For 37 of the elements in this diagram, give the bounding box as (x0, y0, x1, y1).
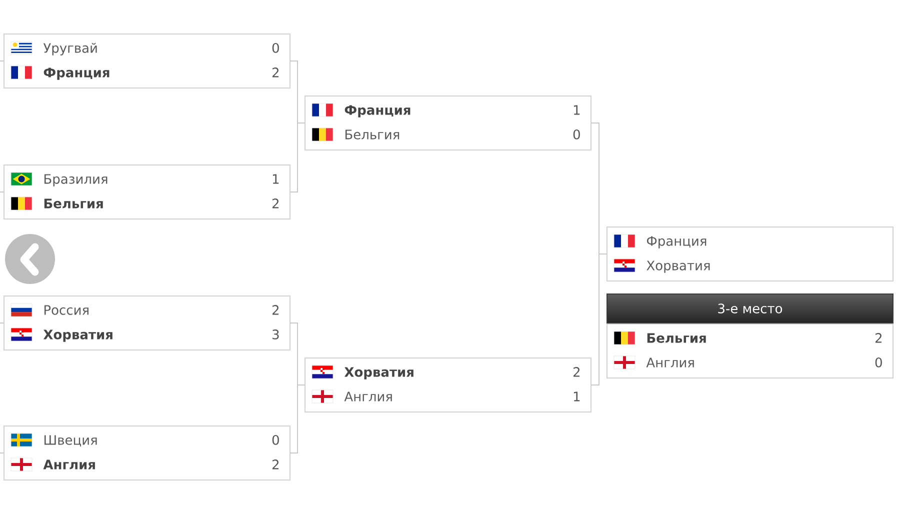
team-name: Уругвай (43, 42, 97, 56)
score: 3 (272, 330, 279, 340)
team-name: Хорватия (646, 260, 710, 273)
score: 2 (272, 68, 278, 78)
score: 0 (272, 43, 279, 53)
bracket-line (290, 384, 306, 454)
team-name: Англия (43, 460, 95, 470)
score: 2 (272, 460, 278, 470)
team-name: Бельгия (44, 198, 103, 208)
score: 2 (875, 333, 882, 343)
team-name: Хорватия (43, 330, 112, 342)
header-bar: 3-е место (606, 294, 894, 324)
team-name: Бразилия (44, 174, 108, 186)
bracket-line (0, 60, 4, 62)
score: 2 (272, 198, 278, 208)
bracket-line (290, 122, 306, 192)
score: 2 (574, 367, 580, 377)
score: 1 (574, 392, 580, 402)
team-name: Англия (344, 392, 392, 402)
team-name: Россия (44, 305, 88, 315)
team-name: Франция (344, 105, 410, 118)
team-name: Бельгия (345, 130, 400, 140)
bracket-line (0, 452, 4, 454)
team-name: Франция (646, 236, 706, 248)
score: 0 (272, 435, 279, 445)
team-name: Англия (646, 358, 694, 368)
team-name: Франция (44, 68, 110, 80)
team-name: Бельгия (647, 333, 706, 343)
score: 0 (875, 358, 882, 368)
bracket-line (0, 322, 4, 324)
team-name: Хорватия (344, 367, 414, 380)
score: 1 (574, 105, 580, 115)
score: 2 (272, 305, 278, 315)
bracket-line (590, 254, 608, 386)
team-name: Швеция (44, 435, 97, 446)
score: 0 (573, 130, 580, 140)
score: 1 (272, 174, 279, 184)
